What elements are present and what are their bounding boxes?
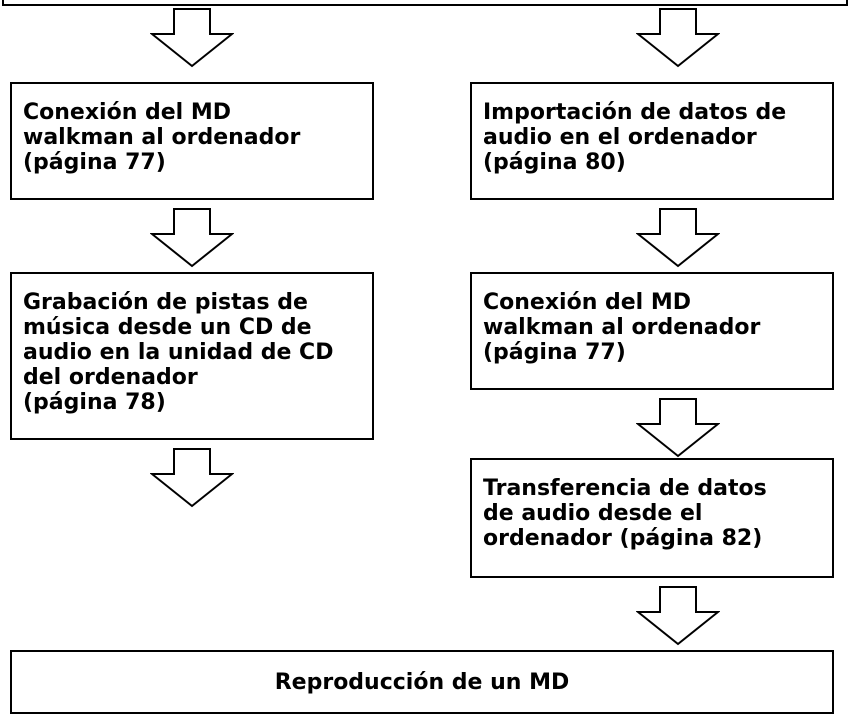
arrow-down-icon <box>636 8 720 68</box>
left-step-2-label: Grabación de pistas de música desde un C… <box>23 290 334 415</box>
arrow-down-icon <box>150 448 234 508</box>
left-step-1-label: Conexión del MD walkman al ordenador (pá… <box>23 100 301 175</box>
right-step-3-label: Transferencia de datos de audio desde el… <box>483 476 767 551</box>
arrow-down-icon <box>636 586 720 646</box>
final-step-box: Reproducción de un MD <box>10 650 834 714</box>
right-step-3-box: Transferencia de datos de audio desde el… <box>470 458 834 578</box>
arrow-down-icon <box>150 8 234 68</box>
left-step-1-box: Conexión del MD walkman al ordenador (pá… <box>10 82 374 200</box>
arrow-down-icon <box>636 398 720 458</box>
left-step-2-box: Grabación de pistas de música desde un C… <box>10 272 374 440</box>
arrow-down-icon <box>636 208 720 268</box>
top-left-box-partial <box>2 0 848 6</box>
arrow-down-icon <box>150 208 234 268</box>
right-step-2-label: Conexión del MD walkman al ordenador (pá… <box>483 290 761 365</box>
final-step-label: Reproducción de un MD <box>274 670 570 695</box>
right-step-2-box: Conexión del MD walkman al ordenador (pá… <box>470 272 834 390</box>
right-step-1-label: Importación de datos de audio en el orde… <box>483 100 787 175</box>
right-step-1-box: Importación de datos de audio en el orde… <box>470 82 834 200</box>
